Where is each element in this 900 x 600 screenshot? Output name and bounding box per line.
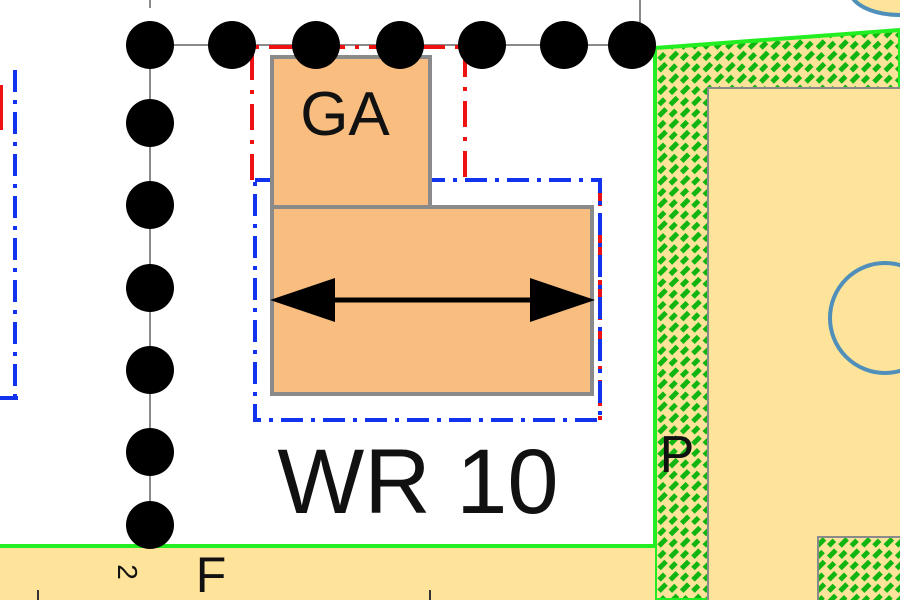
- boundary-dots: [126, 21, 656, 549]
- boundary-dot-icon: [126, 501, 174, 549]
- boundary-dot-icon: [126, 428, 174, 476]
- parking-label: P: [660, 426, 695, 484]
- boundary-dot-icon: [608, 21, 656, 69]
- garage-building: [270, 55, 432, 209]
- footpath-strip: [0, 544, 657, 600]
- boundary-dot-icon: [540, 21, 588, 69]
- top-circle: [851, 0, 900, 17]
- tree-circle: [828, 261, 900, 375]
- edge-number-label: 2: [112, 564, 143, 580]
- boundary-dot-icon: [126, 264, 174, 312]
- boundary-dot-icon: [376, 21, 424, 69]
- green-zone: [653, 0, 900, 600]
- boundary-dot-icon: [126, 181, 174, 229]
- boundary-dot-icon: [458, 21, 506, 69]
- zone-label: WR 10: [277, 431, 558, 533]
- boundary-dot-icon: [126, 346, 174, 394]
- boundary-dot-icon: [126, 21, 174, 69]
- lower-hatch-block: [817, 536, 900, 600]
- building-boundary-blue: [253, 178, 602, 422]
- boundary-dot-icon: [126, 99, 174, 147]
- left-boundary: [0, 70, 18, 400]
- garage-label: GA: [300, 80, 390, 149]
- orientation-double-arrow-icon: [270, 278, 595, 322]
- boundary-dot-icon: [208, 21, 256, 69]
- boundary-dot-icon: [292, 21, 340, 69]
- footpath-label: F: [196, 547, 227, 600]
